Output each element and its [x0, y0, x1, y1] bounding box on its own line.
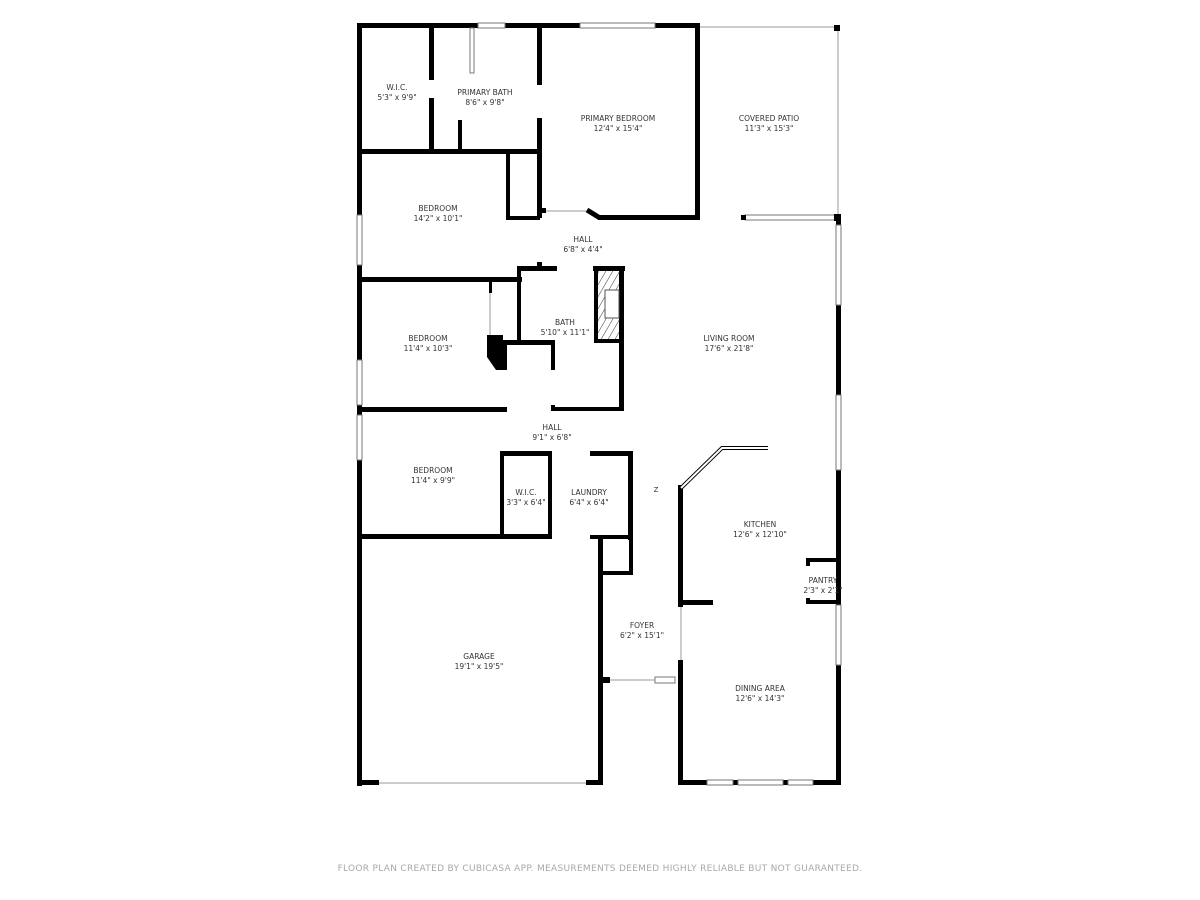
room-size: 11'3" x 15'3"	[744, 124, 794, 133]
room-name: W.I.C.	[386, 83, 408, 92]
room-size: 12'6" x 12'10"	[733, 530, 787, 539]
room-name: LIVING ROOM	[703, 334, 755, 343]
room-size: 6'4" x 6'4"	[569, 498, 609, 507]
room-name: PANTRY	[808, 576, 838, 585]
room-name: GARAGE	[463, 652, 495, 661]
room-name: BATH	[555, 318, 575, 327]
room-size: 6'8" x 4'4"	[563, 245, 603, 254]
room-size: 9'1" x 6'8"	[532, 433, 572, 442]
room-size: 17'6" x 21'8"	[704, 344, 754, 353]
room-name: PRIMARY BATH	[457, 88, 513, 97]
room-size: 5'10" x 11'1"	[540, 328, 590, 337]
room-name: COVERED PATIO	[738, 114, 800, 123]
room-name: FOYER	[629, 621, 655, 630]
walls	[356, 22, 842, 786]
room-name: BEDROOM	[418, 204, 458, 213]
room-size: 8'6" x 9'8"	[465, 98, 505, 107]
room-name: LAUNDRY	[571, 488, 607, 497]
room-size: 12'6" x 14'3"	[735, 694, 785, 703]
stair-mark: Z	[653, 486, 659, 494]
room-label-wic-2: W.I.C.3'3" x 6'4"	[506, 488, 545, 508]
room-size: 5'3" x 9'9"	[377, 93, 417, 102]
room-name: PRIMARY BEDROOM	[580, 114, 656, 123]
room-size: 11'4" x 9'9"	[410, 476, 456, 485]
room-name: HALL	[573, 235, 593, 244]
room-name: HALL	[542, 423, 562, 432]
room-name: BEDROOM	[413, 466, 453, 475]
room-size: 12'4" x 15'4"	[593, 124, 643, 133]
room-size: 19'1" x 19'5"	[454, 662, 504, 671]
room-size: 11'4" x 10'3"	[403, 344, 453, 353]
footer-disclaimer: FLOOR PLAN CREATED BY CUBICASA APP. MEAS…	[337, 864, 863, 874]
room-name: KITCHEN	[743, 520, 777, 529]
room-name: DINING AREA	[735, 684, 785, 693]
room-size: 14'2" x 10'1"	[413, 214, 463, 223]
room-name: W.I.C.	[515, 488, 537, 497]
room-label-wic-primary: W.I.C.5'3" x 9'9"	[377, 83, 416, 103]
room-size: 3'3" x 6'4"	[506, 498, 546, 507]
room-size: 6'2" x 15'1"	[619, 631, 665, 640]
room-name: BEDROOM	[408, 334, 448, 343]
room-size: 2'3" x 2'1"	[803, 586, 843, 595]
